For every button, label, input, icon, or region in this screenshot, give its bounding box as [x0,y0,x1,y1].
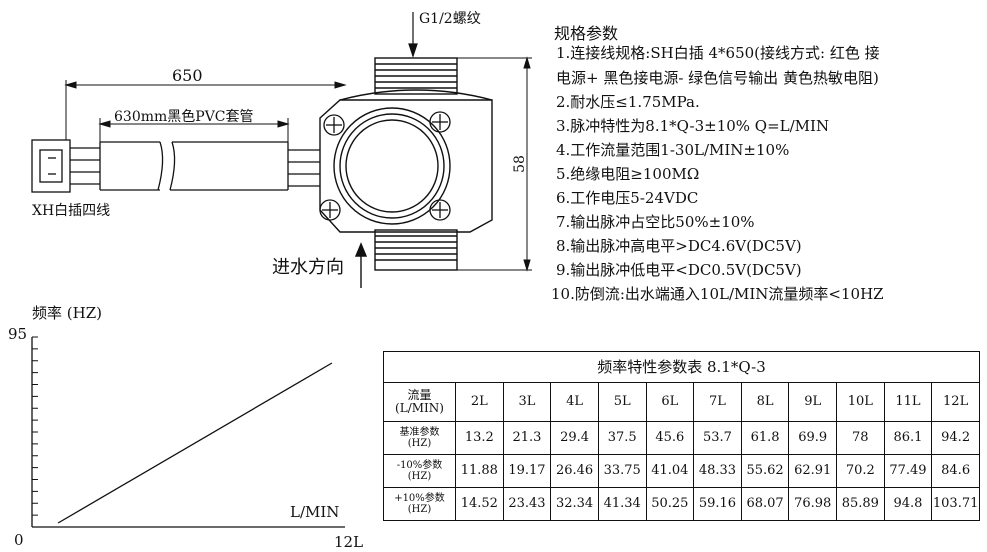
chart-y-top-tick: 95 [8,325,28,343]
chart-x-label: L/MIN [290,503,340,521]
flow-cell: 6L [645,381,695,423]
value-cell: 77.49 [883,454,933,489]
spec-line: 5.绝缘电阻≥100MΩ [556,165,700,183]
flow-cell: 3L [502,381,552,423]
value-cell: 45.6 [645,421,695,456]
chart-series-line [57,362,333,524]
value-cell: 62.91 [788,454,837,489]
spec-line: 1.连接线规格:SH白插 4*650(接线方式: 红色 接 [556,44,880,62]
chart-y-ticks [32,336,38,528]
value-cell: 41.04 [645,454,695,489]
value-cell: 103.71 [931,487,980,521]
flow-cell: 10L [836,381,885,423]
value-cell: 37.5 [597,421,647,456]
height-label: 58 [512,155,528,173]
frequency-table: 频率特性参数表 8.1*Q-3 流量 (L/MIN) 2L 3L 4L 5L 6… [383,351,980,521]
value-cell: 78 [836,421,885,456]
row-label-line2: (HZ) [407,471,432,483]
spec-line: 6.工作电压5-24VDC [556,189,699,207]
row-label-line2: (HZ) [407,438,432,450]
chart-origin-label: 0 [14,531,24,549]
row-label-line1: 基准参数 [399,427,440,439]
spec-title: 规格参数 [554,24,619,43]
value-cell: 84.6 [931,454,980,489]
flow-cell: 9L [788,381,837,423]
flow-cell: 4L [550,381,599,423]
value-cell: 33.75 [597,454,647,489]
spec-line: 4.工作流量范围1-30L/MIN±10% [556,141,790,159]
chart-x-end-tick: 12L [334,533,364,551]
flow-cell: 7L [693,381,742,423]
row-label-line1: -10%参数 [396,460,443,472]
flow-cell: 2L [455,381,504,423]
spec-line: 2.耐水压≤1.75MPa. [556,93,700,111]
flow-header-line1: 流量 [407,387,432,402]
chart-y-label: 频率 (HZ) [32,304,102,322]
frequency-chart [31,336,345,528]
value-cell: 53.7 [693,421,742,456]
table-row: -10%参数 (HZ) 11.88 19.17 26.46 33.75 41.0… [383,454,980,489]
pvc-sleeve [99,141,320,191]
table-row: 流量 (L/MIN) 2L 3L 4L 5L 6L 7L 8L 9L 10L 1… [383,381,980,423]
spec-line: 3.脉冲特性为8.1*Q-3±10% Q=L/MIN [556,117,830,135]
value-cell: 69.9 [788,421,837,456]
value-cell: 61.8 [740,421,790,456]
dimension-630 [98,118,290,142]
value-cell: 29.4 [550,421,599,456]
value-cell: 14.52 [455,487,504,521]
flow-cell: 12L [931,381,980,423]
value-cell: 94.8 [883,487,933,521]
dimension-58 [457,56,532,272]
value-cell: 70.2 [836,454,885,489]
row-label: 基准参数 (HZ) [383,421,456,456]
value-cell: 48.33 [693,454,742,489]
value-cell: 26.46 [550,454,599,489]
flow-cell: 5L [597,381,647,423]
value-cell: 13.2 [455,421,504,456]
dimension-650 [64,80,347,140]
table-row: 基准参数 (HZ) 13.2 21.3 29.4 37.5 45.6 53.7 … [383,421,980,456]
pvc-sleeve-label: 630mm黑色PVC套管 [114,109,254,125]
inlet-label: 进水方向 [272,257,344,278]
thread-arrow [408,12,418,58]
row-label: +10%参数 (HZ) [383,487,456,521]
value-cell: 23.43 [502,487,552,521]
spec-line: 9.输出脉冲低电平<DC0.5V(DC5V) [556,261,802,279]
screw-icons [319,111,451,221]
value-cell: 41.34 [597,487,647,521]
flow-header: 流量 (L/MIN) [383,381,456,423]
row-label: -10%参数 (HZ) [383,454,456,489]
value-cell: 59.16 [693,487,742,521]
value-cell: 94.2 [931,421,980,456]
spec-line: 8.输出脉冲高电平>DC4.6V(DC5V) [556,237,802,255]
inlet-arrow [354,242,368,288]
sensor-body [319,57,493,271]
row-label-line2: (HZ) [407,504,432,516]
thread-label: G1/2螺纹 [419,11,481,27]
flow-cell: 11L [883,381,933,423]
value-cell: 55.62 [740,454,790,489]
value-cell: 68.07 [740,487,790,521]
dimension-650-label: 650 [172,66,203,85]
spec-line: 10.防倒流:出水端通入10L/MIN流量频率<10HZ [551,285,884,303]
spec-line: 7.输出脉冲占空比50%±10% [556,213,755,231]
xh-connector [31,139,100,193]
connector-label: XH白插四线 [32,203,111,219]
table-row: +10%参数 (HZ) 14.52 23.43 32.34 41.34 50.2… [383,487,980,521]
value-cell: 32.34 [550,487,599,521]
row-label-line1: +10%参数 [394,493,445,505]
value-cell: 21.3 [502,421,552,456]
value-cell: 85.89 [836,487,885,521]
value-cell: 86.1 [883,421,933,456]
flow-header-line2: (L/MIN) [395,401,444,416]
flow-cell: 8L [740,381,790,423]
value-cell: 50.25 [645,487,695,521]
value-cell: 19.17 [502,454,552,489]
spec-line: 电源+ 黑色接电源- 绿色信号输出 黄色热敏电阻) [556,69,879,87]
value-cell: 11.88 [455,454,504,489]
value-cell: 76.98 [788,487,837,521]
table-title: 频率特性参数表 8.1*Q-3 [383,351,980,383]
